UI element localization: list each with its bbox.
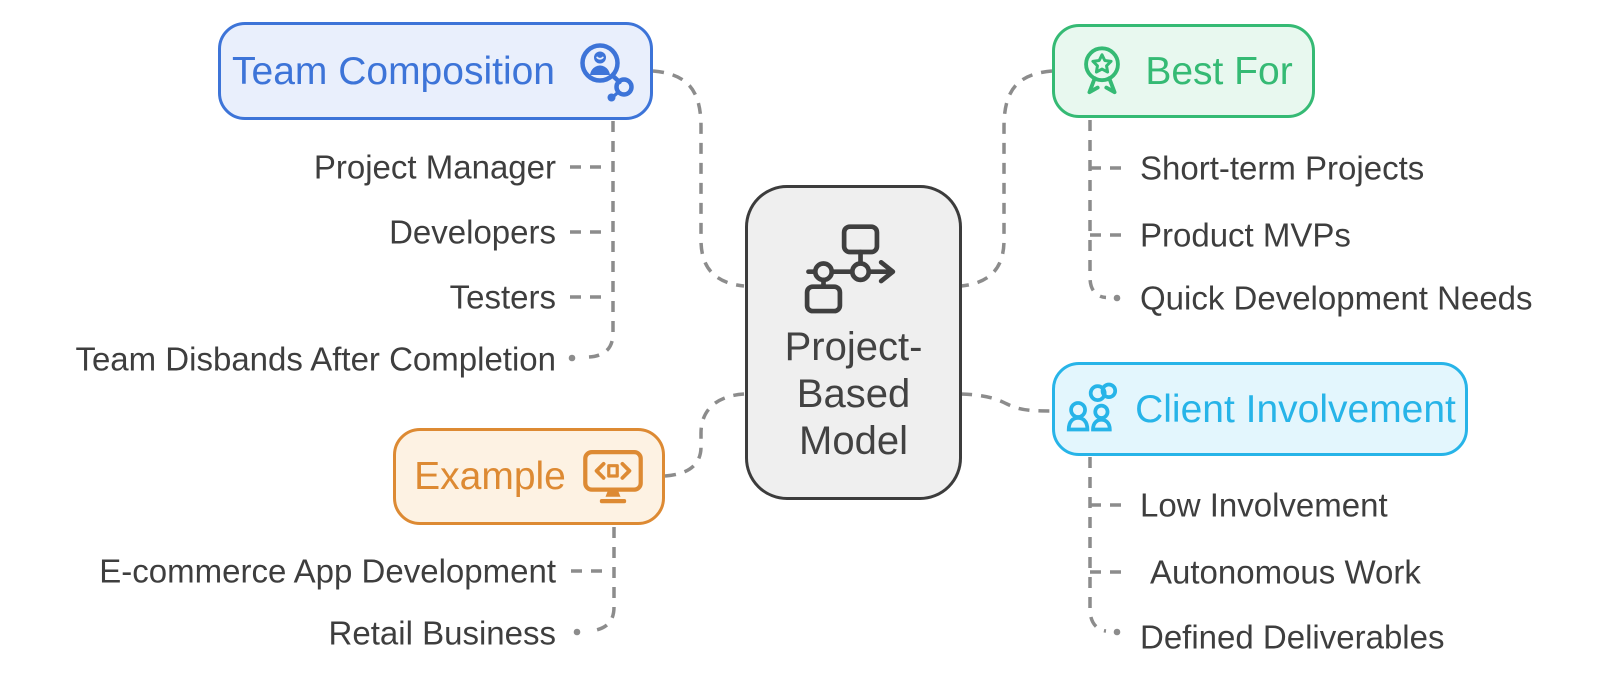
- connector-end-dot: [1113, 294, 1121, 302]
- central-node: Project- Based Model: [745, 185, 962, 500]
- people-network-icon: [580, 43, 634, 102]
- leaf-item: Product MVPs: [1140, 216, 1351, 254]
- monitor-code-icon: [583, 449, 643, 504]
- leaf-item: Team Disbands After Completion: [75, 340, 556, 378]
- central-node-label: Project- Based Model: [784, 325, 923, 463]
- leaf-item: E-commerce App Development: [99, 552, 556, 590]
- connector-bestfor-children-spine: [1088, 120, 1107, 300]
- flowchart-icon: [804, 224, 896, 314]
- branch-node-client-involvement: Client Involvement: [1052, 362, 1468, 456]
- people-link-icon: [1066, 382, 1118, 432]
- connector-end-dot: [573, 628, 581, 636]
- leaf-item: Testers: [449, 278, 556, 316]
- leaf-item: Defined Deliverables: [1140, 618, 1445, 656]
- connector-team-children-spine: [588, 121, 615, 359]
- leaf-item: Retail Business: [328, 614, 556, 652]
- connector-example-children-spine: [590, 527, 616, 633]
- connector-bestfor-to-center: [960, 69, 1053, 288]
- leaf-item: Short-term Projects: [1140, 149, 1425, 187]
- connector-end-dot: [568, 354, 576, 362]
- branch-node-example: Example: [393, 428, 665, 525]
- leaf-item: Autonomous Work: [1150, 553, 1421, 591]
- connector-center-to-client: [960, 392, 1053, 413]
- connector-client-children-spine: [1088, 457, 1107, 633]
- client-involvement-label: Client Involvement: [1135, 387, 1456, 431]
- leaf-item: Developers: [389, 213, 556, 251]
- leaf-item: Low Involvement: [1140, 486, 1388, 524]
- branch-node-best-for: Best For: [1052, 24, 1315, 118]
- leaf-item: Project Manager: [313, 148, 556, 186]
- best-for-label: Best For: [1145, 49, 1293, 93]
- award-ribbon-icon: [1084, 46, 1121, 95]
- connector-example-to-center: [664, 392, 745, 478]
- example-label: Example: [414, 455, 566, 498]
- team-composition-label: Team Composition: [232, 49, 555, 93]
- connector-end-dot: [1113, 628, 1121, 636]
- leaf-item: Quick Development Needs: [1140, 279, 1533, 317]
- connector-team-to-center: [652, 69, 745, 288]
- branch-node-team-composition: Team Composition: [218, 22, 653, 120]
